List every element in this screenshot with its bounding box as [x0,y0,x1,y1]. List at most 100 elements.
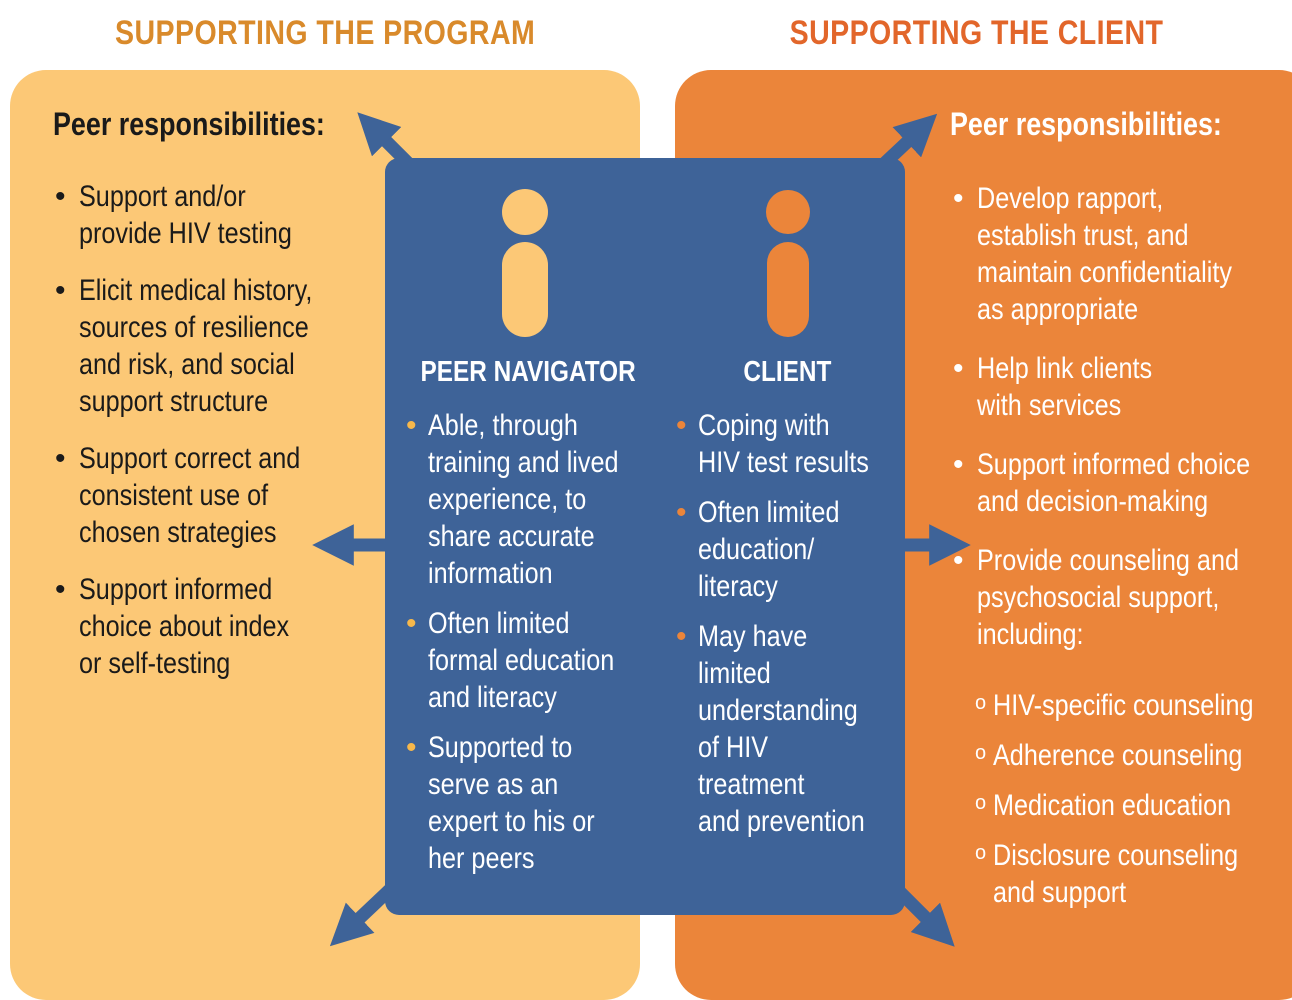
list-item-line: Coping with [698,409,830,442]
list-item-line: and support [993,876,1127,909]
list-item-line: Support correct and [79,442,301,475]
bullet-icon: • [953,544,964,577]
list-item-line: Support informed [79,573,273,606]
list-item-line: Help link clients [977,352,1153,385]
list-item-line: May have [698,620,808,653]
list-item-line: experience, to [428,483,587,516]
list-item: • Support and/or provide HIV testing [55,178,369,252]
list-item: • Provide counseling and psychosocial supp… [953,542,1292,653]
heading-supporting-program: SUPPORTING THE PROGRAM [114,14,536,52]
list-item-line: limited [698,657,771,690]
list-item-line: and decision-making [977,485,1209,518]
list-item-line: Provide counseling and [977,544,1239,577]
list-item-line: share accurate [428,520,595,553]
list-item-line: HIV-specific counseling [993,689,1254,722]
client-responsibilities-list: • Develop rapport, establish trust, and mai… [953,180,1292,675]
program-responsibilities-title: Peer responsibilities: [53,106,325,142]
list-item-line: Often limited [698,496,840,529]
peer-navigator-heading: PEER NAVIGATOR [420,356,636,388]
list-item-line: establish trust, and [977,219,1189,252]
list-item-line: Adherence counseling [993,739,1243,772]
list-item-line: with services [977,389,1122,422]
list-item: • Support correct and consistent use of cho… [55,440,369,551]
list-item: o Adherence counseling [975,737,1292,774]
list-item-line: Supported to [428,731,573,764]
list-item-line: HIV test results [698,446,869,479]
bullet-icon: o [975,792,987,814]
bullet-icon: • [406,409,417,442]
peer-navigator-list: • Able, through training and lived experien… [406,407,658,890]
bullet-icon: • [55,442,66,475]
list-item-line: training and lived [428,446,619,479]
bullet-icon: o [975,842,987,864]
list-item: o HIV-specific counseling [975,687,1292,724]
list-item: • Develop rapport, establish trust, and mai… [953,180,1292,328]
list-item-line: and prevention [698,805,865,838]
list-item-line: as appropriate [977,293,1139,326]
list-item-line: information [428,557,553,590]
person-icon [502,189,548,337]
list-item: • Often limited education/literacy [676,494,898,605]
client-heading: CLIENT [743,356,832,388]
list-item: o Medication education [975,787,1292,824]
center-box [385,158,905,915]
list-item: • Supported to serve as an expert to his or… [406,729,658,877]
bullet-icon: • [406,607,417,640]
list-item-line: provide HIV testing [79,217,292,250]
list-item-line: support structure [79,385,269,418]
list-item-line: maintain confidentiality [977,256,1232,289]
bullet-icon: • [406,731,417,764]
list-item-line: Elicit medical history, [79,274,313,307]
bullet-icon: • [953,448,964,481]
list-item-line: her peers [428,842,535,875]
bullet-icon: o [975,742,987,764]
bullet-icon: • [953,352,964,385]
list-item-line: choice about index [79,610,290,643]
list-item: • May have limited understanding of HIV treat… [676,618,898,840]
list-item-line: of HIV [698,731,769,764]
bullet-icon: • [676,409,687,442]
heading-supporting-client: SUPPORTING THE CLIENT [789,14,1163,52]
list-item: • Help link clients with services [953,350,1292,424]
bullet-icon: • [953,182,964,215]
list-item-line: formal education [428,644,615,677]
list-item-line: literacy [698,570,778,603]
list-item: o Disclosure counseling and support [975,837,1292,911]
list-item-line: Able, through [428,409,578,442]
bullet-icon: • [55,573,66,606]
bullet-icon: • [55,180,66,213]
list-item-line: Disclosure counseling [993,839,1239,872]
list-item-line: Develop rapport, [977,182,1164,215]
bullet-icon: • [676,620,687,653]
list-item-line: expert to his or [428,805,595,838]
list-item-line: understanding [698,694,858,727]
list-item-line: serve as an [428,768,559,801]
list-item-line: and literacy [428,681,557,714]
bullet-icon: • [676,496,687,529]
client-responsibilities-title: Peer responsibilities: [950,106,1222,142]
program-responsibilities-list: • Support and/or provide HIV testing • Elici… [55,178,369,702]
list-item: • Able, through training and lived experien… [406,407,658,592]
list-item-line: or self-testing [79,647,231,680]
list-item-line: education/ [698,533,815,566]
list-item: • Elicit medical history, sources of resil… [55,272,369,420]
list-item-line: Medication education [993,789,1232,822]
list-item-line: psychosocial support, [977,581,1220,614]
list-item-line: Support and/or [79,180,246,213]
list-item-line: including: [977,618,1084,651]
bullet-icon: o [975,692,987,714]
list-item-line: consistent use of [79,479,269,512]
list-item: • Support informed choice about index or se… [55,571,369,682]
list-item-line: sources of resilience [79,311,309,344]
bullet-icon: • [55,274,66,307]
list-item: • Often limited formal education and litera… [406,605,658,716]
person-icon [766,190,810,337]
list-item-line: Often limited [428,607,570,640]
list-item-line: treatment [698,768,805,801]
list-item-line: chosen strategies [79,516,277,549]
list-item-line: and risk, and social [79,348,295,381]
